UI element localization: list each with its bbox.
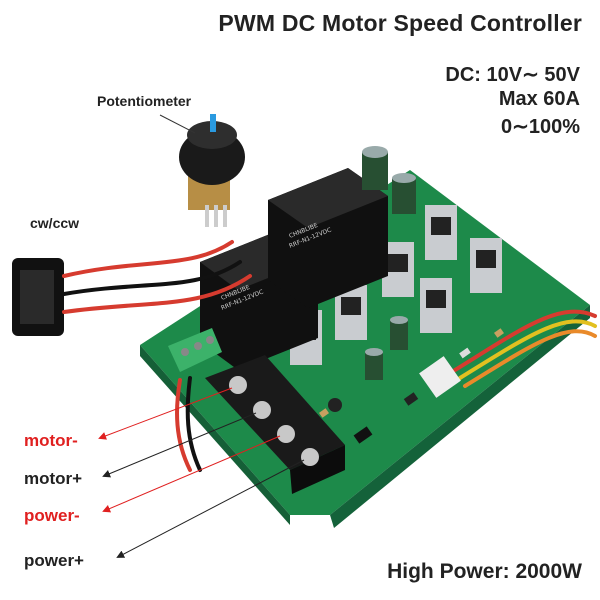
relay-block: CHNBLIBE RRF-N1-12VDC CHNBLIBE RRF-N1-12… (200, 168, 388, 370)
terminal-label-motor-minus: motor- (24, 431, 78, 450)
wires (62, 240, 597, 472)
spec-current: Max 60A (498, 88, 580, 110)
direction-switch-label: cw/ccw (30, 215, 80, 231)
potentiometer-label: Potentiometer (97, 93, 192, 109)
motor-plus-arrow (102, 412, 257, 478)
capacitors (362, 146, 416, 380)
terminal-label-motor-plus: motor+ (24, 469, 83, 488)
terminal-label-power-minus: power- (24, 506, 80, 525)
signal-connector (419, 356, 461, 398)
green-terminal (168, 328, 222, 372)
rocker-switch (12, 258, 64, 336)
spec-voltage: DC: 10V∼ 50V (445, 64, 580, 86)
power-minus-arrow (102, 435, 281, 513)
spec-range: 0∼100% (500, 116, 580, 138)
motor-minus-arrow (98, 387, 233, 440)
potentiometer-leader (159, 114, 196, 134)
product-title: PWM DC Motor Speed Controller (218, 10, 582, 36)
power-plus-arrow (116, 459, 305, 558)
power-terminal-block (205, 355, 345, 494)
potentiometer-knob (179, 114, 245, 227)
terminal-label-power-plus: power+ (24, 551, 84, 570)
power-rating: High Power: 2000W (387, 560, 582, 583)
